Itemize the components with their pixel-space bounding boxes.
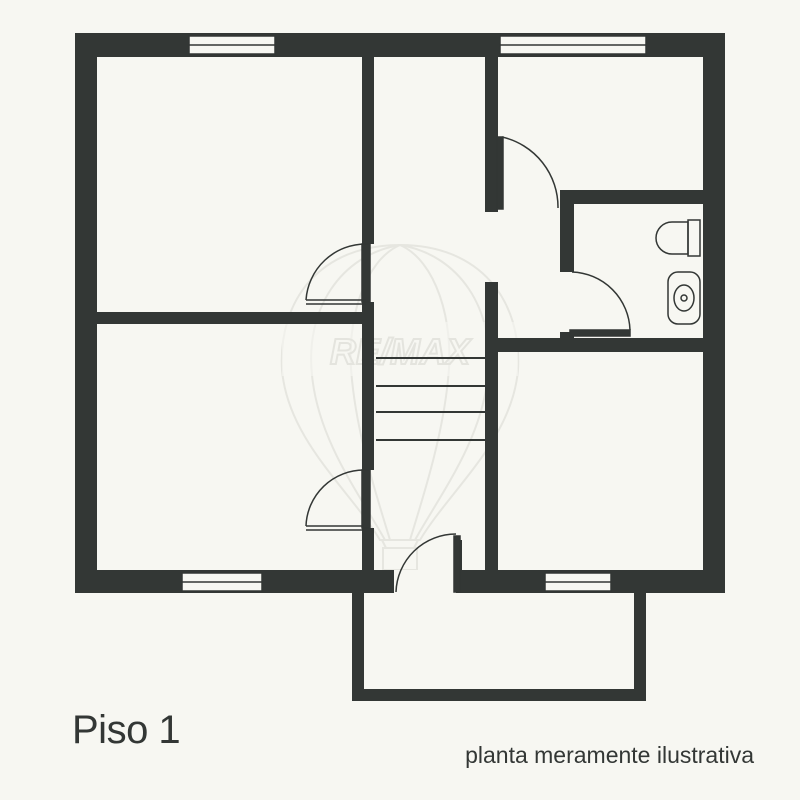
- bathroom-fixtures: [655, 219, 701, 325]
- stairs: [376, 357, 486, 441]
- door-bedroom-2: [305, 469, 371, 531]
- floor-title: Piso 1: [72, 708, 181, 752]
- watermark-text: RE/MAX: [330, 331, 472, 372]
- disclaimer-caption: planta meramente ilustrativa: [465, 742, 754, 768]
- watermark-band: [282, 322, 518, 376]
- balcony-frame-left: [374, 570, 394, 593]
- sink-icon: [667, 271, 701, 325]
- door-balcony: [395, 533, 461, 593]
- windows: [181, 35, 647, 592]
- balcony: [352, 592, 646, 701]
- door-bedroom-3: [496, 136, 559, 210]
- doors: [305, 136, 631, 593]
- toilet-icon: [655, 219, 701, 257]
- watermark-balloon: [280, 243, 520, 571]
- door-bathroom: [569, 271, 631, 337]
- door-bedroom-1: [305, 243, 371, 305]
- balcony-door-gap: [394, 570, 460, 593]
